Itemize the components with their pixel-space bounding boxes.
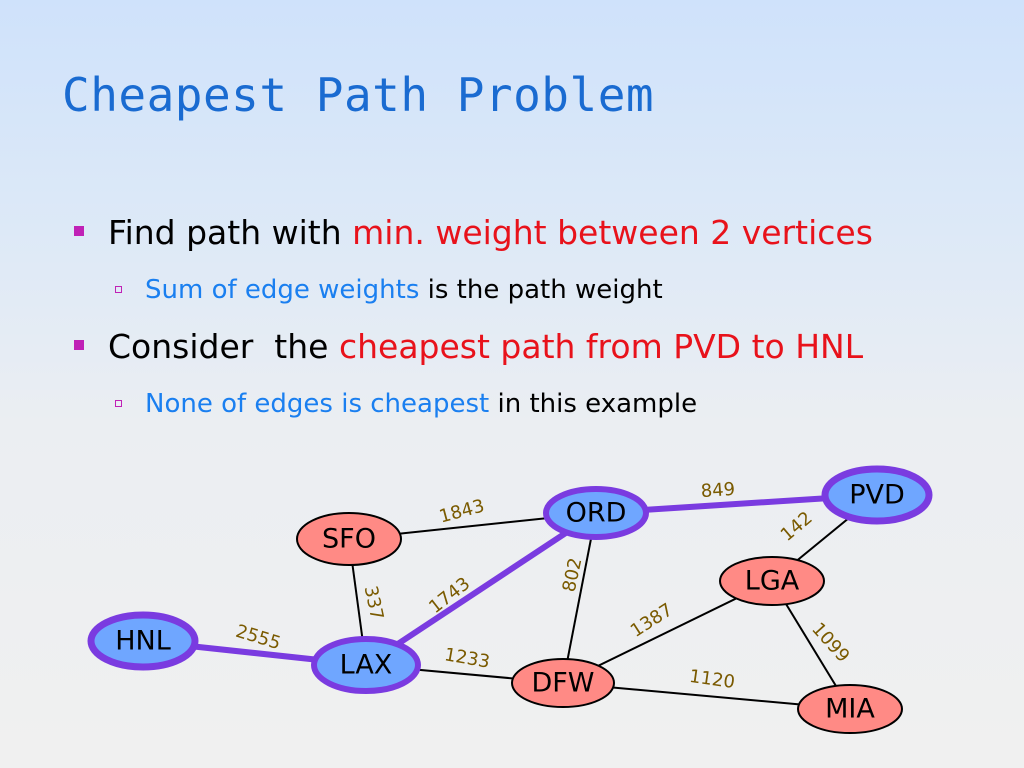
node-label-mia: MIA [825,694,875,725]
bullet-2-highlight: cheapest path from PVD to HNL [338,327,864,366]
bullet-1-sub-suffix: is the path weight [419,275,663,305]
node-ord [543,486,649,540]
node-sfo [296,512,402,566]
node-mia [797,684,903,734]
node-hnl [87,611,199,671]
bullet-1-sub-highlight: Sum of edge weights [145,275,420,305]
node-lax [311,636,421,694]
edge-ord-dfw [562,512,597,684]
edge-weight-pvd-lga: 142 [777,508,817,546]
node-pvd [821,465,933,525]
slide-title: Cheapest Path Problem [62,68,655,122]
node-label-ord: ORD [566,498,627,529]
square-bullet-icon [74,226,84,236]
node-dfw [511,658,615,708]
node-label-sfo: SFO [322,524,376,555]
bullet-1: Find path with min. weight between 2 ver… [70,205,990,261]
edge-weight-sfo-lax: 337 [360,584,388,622]
edge-weight-dfw-mia: 1120 [688,666,736,693]
edge-weight-dfw-lga: 1387 [627,599,677,642]
edge-weight-lga-mia: 1099 [807,619,853,667]
node-label-hnl: HNL [115,626,171,657]
edge-weight-sfo-ord: 1843 [437,495,487,527]
bullet-2-sub: None of edges is cheapest in this exampl… [70,375,990,433]
bullet-1-highlight: min. weight between 2 vertices [352,213,873,252]
node-label-dfw: DFW [531,668,594,699]
bullet-2-prefix: Consider the [108,327,339,366]
bullet-2-sub-suffix: in this example [489,389,698,419]
edge-lax-ord [364,510,598,668]
hollow-square-bullet-icon [115,400,122,407]
bullet-1-sub: Sum of edge weights is the path weight [70,261,990,319]
node-lga [719,556,825,606]
bullet-2-sub-highlight: None of edges is cheapest [145,389,490,419]
hollow-square-bullet-icon [115,286,122,293]
bullet-1-prefix: Find path with [108,213,353,252]
node-label-lax: LAX [340,650,393,681]
edge-weight-lax-dfw: 1233 [443,644,492,673]
square-bullet-icon [74,340,84,350]
node-label-lga: LGA [745,566,800,597]
node-label-pvd: PVD [849,480,905,511]
edge-weight-ord-pvd: 849 [700,479,736,502]
bullet-2: Consider the cheapest path from PVD to H… [70,319,990,375]
bullet-list: Find path with min. weight between 2 ver… [70,205,990,433]
